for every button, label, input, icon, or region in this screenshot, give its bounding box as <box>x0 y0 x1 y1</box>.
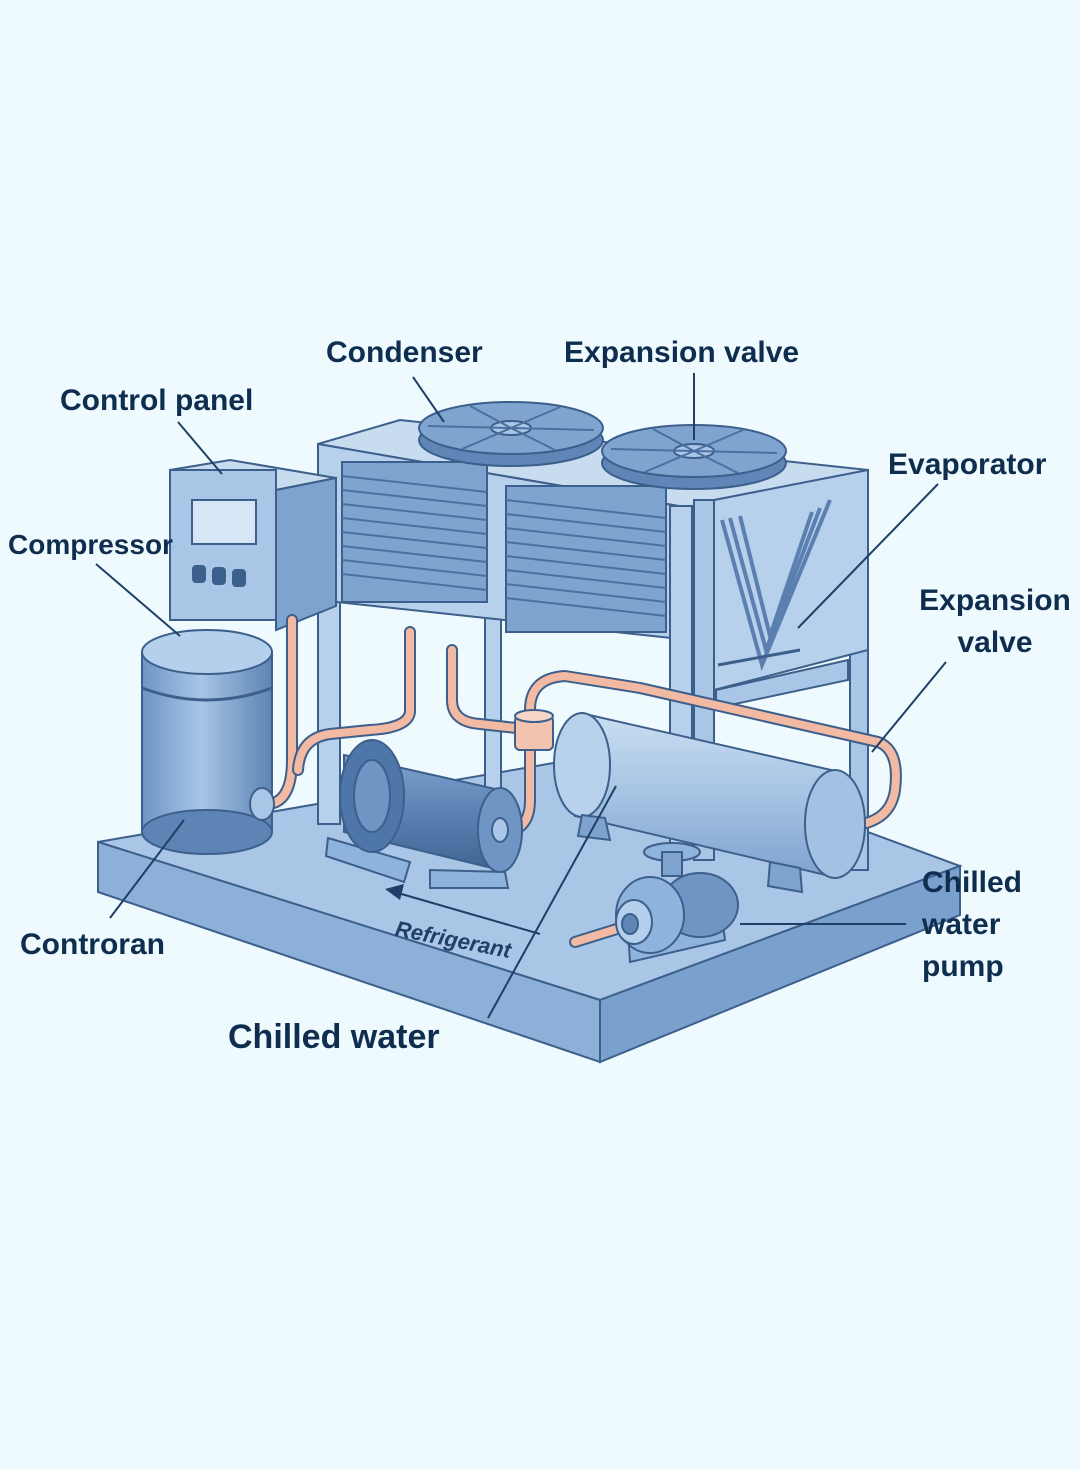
evaporator-vessel <box>553 712 866 894</box>
label-chilled-water-pump-line2: water <box>922 908 1001 941</box>
control-panel-box <box>169 458 337 632</box>
valve-fitting <box>514 709 554 751</box>
label-condenser: Condenser <box>326 336 483 369</box>
label-chilled-water-pump-line3: pump <box>922 950 1004 983</box>
leader-lines <box>95 373 947 1019</box>
label-evaporator: Evaporator <box>888 448 1047 481</box>
motor-unit <box>324 739 523 889</box>
label-chilled-water-pump: Chilled water pump <box>922 862 1022 988</box>
refrigerant-flow-arrow <box>385 884 541 935</box>
refrigerant-pipes <box>264 614 902 948</box>
label-expansion-valve-right: Expansion valve <box>912 580 1078 664</box>
label-expansion-valve-right-line2: valve <box>957 626 1033 659</box>
label-chilled-water: Chilled water <box>228 1018 440 1056</box>
label-chilled-water-pump-line1: Chilled <box>922 866 1023 899</box>
pump-unit <box>615 842 739 964</box>
compressor-unit <box>141 629 275 855</box>
label-compressor: Compressor <box>8 529 173 560</box>
evaporator-coil <box>717 499 832 672</box>
label-expansion-valve-top: Expansion valve <box>564 336 800 369</box>
label-controran: Controran <box>20 928 165 961</box>
label-control-panel: Control panel <box>60 384 254 417</box>
label-expansion-valve-right-line1: Expansion <box>919 584 1071 617</box>
condenser-fans <box>418 401 787 490</box>
